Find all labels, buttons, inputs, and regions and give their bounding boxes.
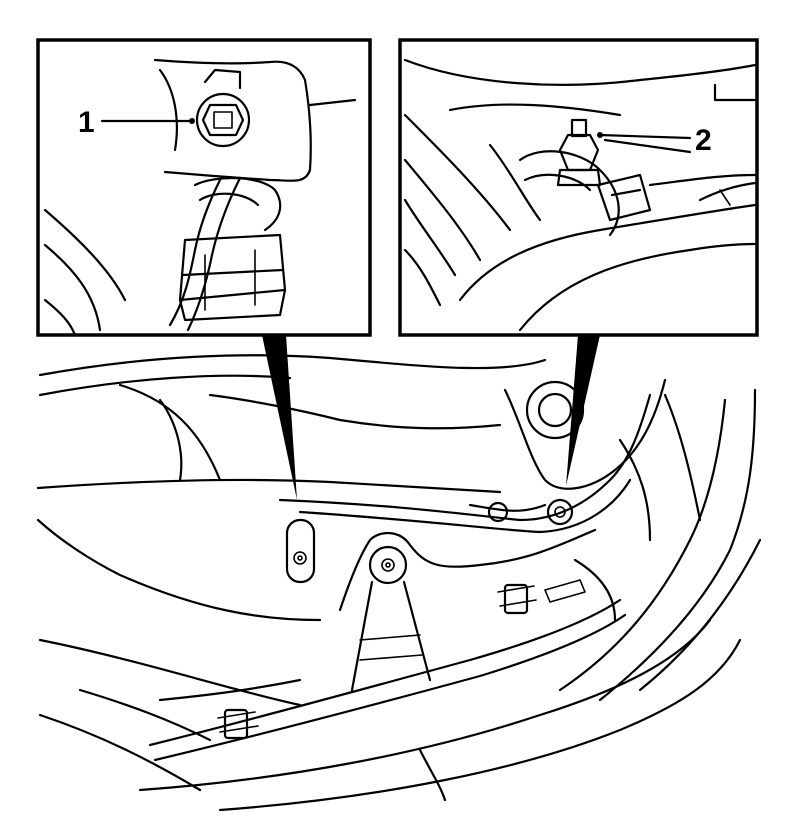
leader-to-bolt <box>262 335 297 500</box>
callout-1-label: 1 <box>78 106 95 139</box>
callout-2-label: 2 <box>695 124 712 157</box>
inset-bolt: 1 <box>36 38 372 337</box>
inset-nut: 2 <box>398 38 759 337</box>
leader-to-nut <box>566 335 600 486</box>
main-view <box>36 354 762 812</box>
